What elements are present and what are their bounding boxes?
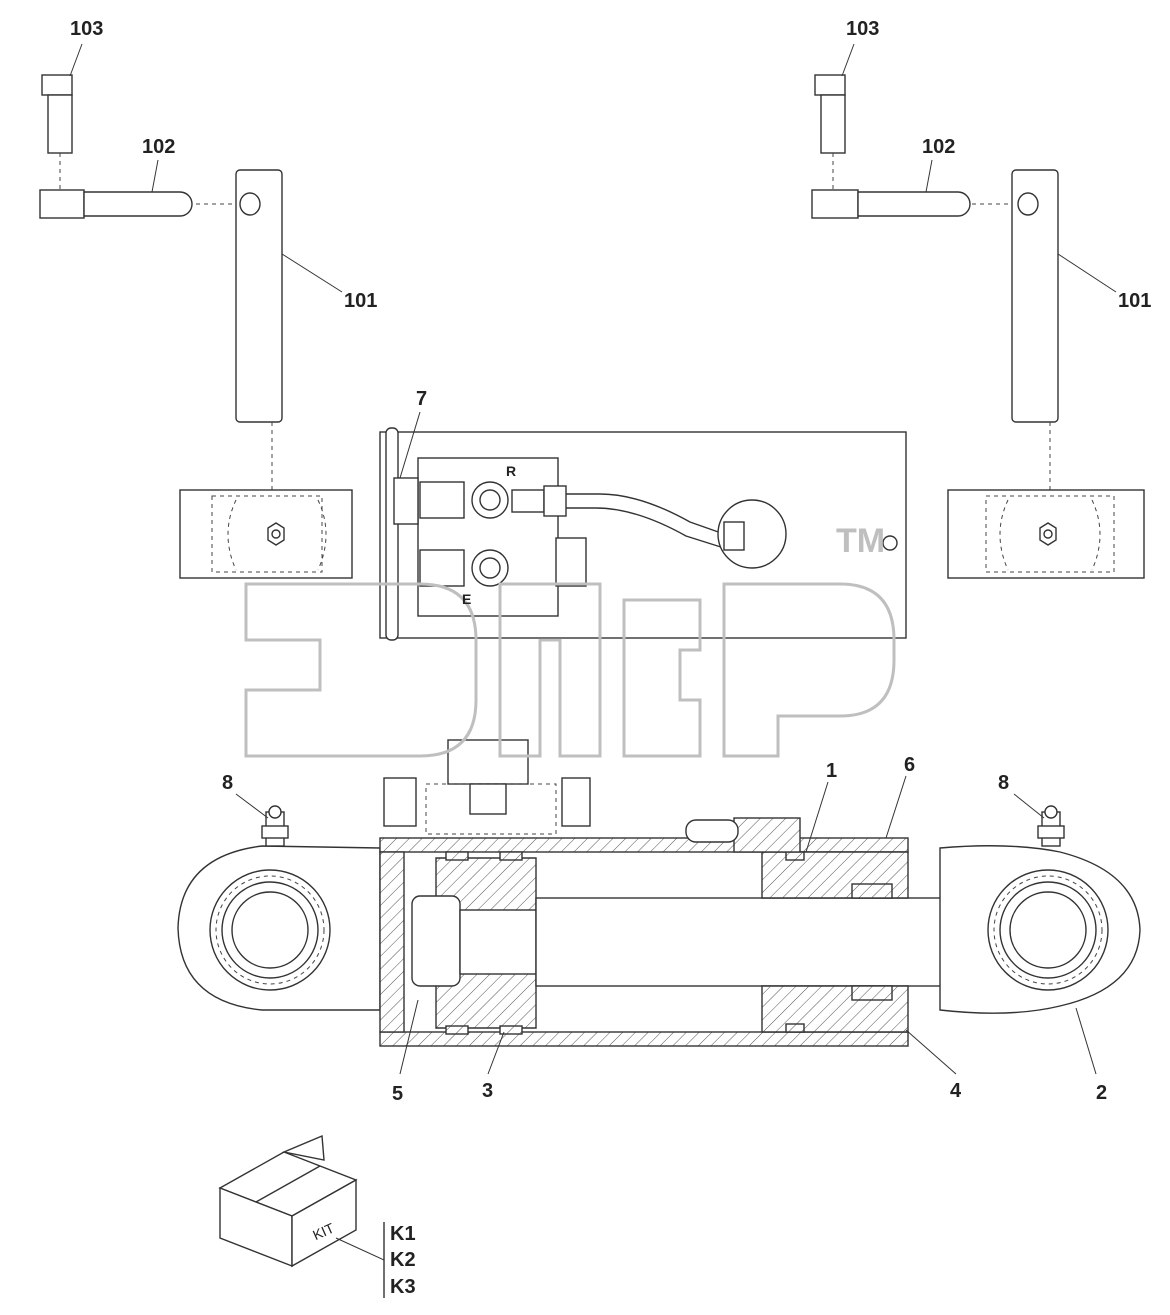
callout-4: 4: [950, 1080, 962, 1102]
port-label-e: E: [462, 591, 471, 607]
callout-3: 3: [482, 1080, 493, 1102]
leader-lines: [69, 43, 1117, 1075]
callout-5: 5: [392, 1083, 403, 1105]
watermark-shape: [722, 582, 896, 758]
callout-103-right: 103: [846, 18, 879, 40]
callout-102-right: 102: [922, 136, 955, 158]
watermark-shape: [498, 582, 602, 758]
callout-103-left: 103: [70, 18, 103, 40]
bolt-103-right: [814, 74, 846, 190]
kit-item-k2: K2: [390, 1249, 416, 1271]
watermark-logo: TM: [244, 522, 896, 758]
callout-8-left: 8: [222, 772, 233, 794]
callout-7: 7: [416, 388, 427, 410]
lock-pin-102-left: [39, 189, 240, 219]
kit-item-k1: K1: [390, 1223, 416, 1245]
watermark-shape: [622, 598, 702, 758]
watermark-shape: [244, 582, 478, 758]
pin-101-right: [1011, 169, 1059, 490]
seal-kit-box: KIT: [218, 1134, 385, 1298]
callout-101-left: 101: [344, 290, 377, 312]
port-label-r: R: [506, 463, 516, 479]
callout-102-left: 102: [142, 136, 175, 158]
lock-pin-102-right: [811, 189, 1020, 219]
callout-101-right: 101: [1118, 290, 1151, 312]
trademark-mark: TM: [836, 522, 885, 560]
callout-1: 1: [826, 760, 837, 782]
bolt-103-left: [41, 74, 73, 190]
hydraulic-cylinder: [177, 805, 1141, 1047]
pin-101-left: [235, 169, 283, 490]
callout-2: 2: [1096, 1082, 1107, 1104]
callout-8-right: 8: [998, 772, 1009, 794]
callout-6: 6: [904, 754, 915, 776]
kit-item-k3: K3: [390, 1276, 416, 1298]
